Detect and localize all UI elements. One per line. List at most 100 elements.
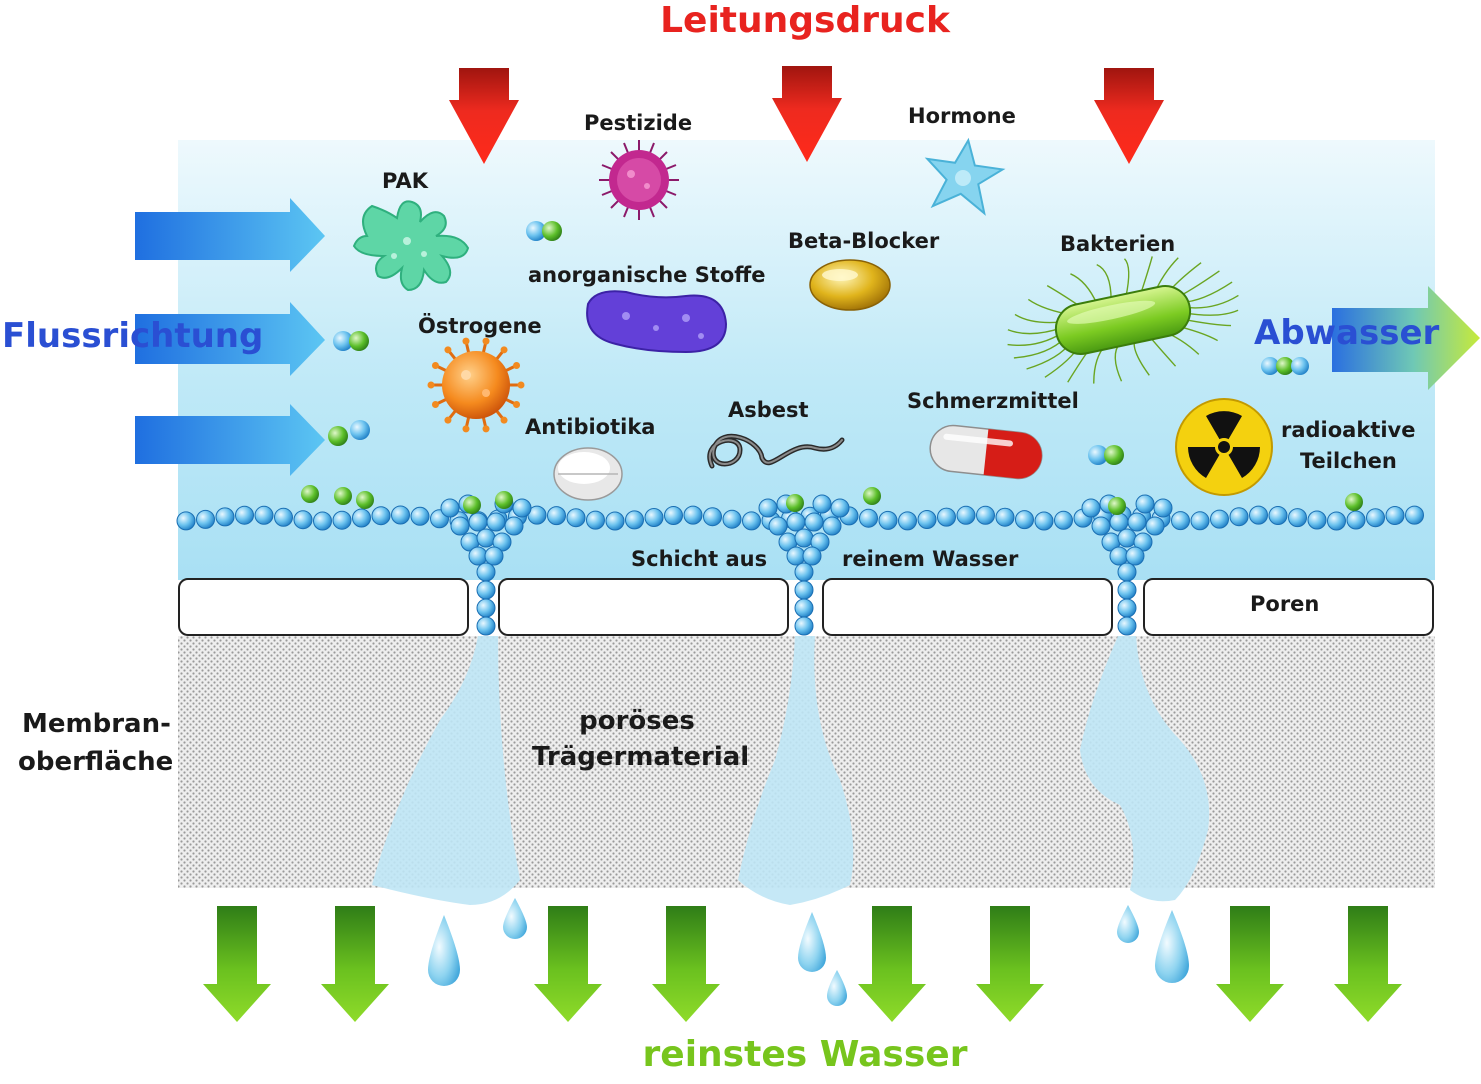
water-molecule [371,506,391,526]
water-molecule [1346,510,1366,530]
water-molecule [1405,505,1424,525]
water-drop [428,915,460,986]
water-molecule [1117,598,1137,618]
label-radioaktive: radioaktive [1281,418,1416,442]
membrane-block-3 [822,578,1113,636]
water-molecule [1288,508,1307,528]
water-molecule [1268,506,1288,525]
label-poren: Poren [1250,592,1320,616]
clean-water-arrow [1216,906,1284,1022]
water-molecule [995,507,1015,527]
water-molecule [484,546,504,566]
label-flussrichtung: Flussrichtung [2,316,264,356]
water-molecule [683,505,703,525]
pak-virus-icon [352,200,470,292]
water-molecule [1117,528,1137,548]
water-molecule [450,516,470,536]
water-molecule [1127,512,1147,532]
antibiotika-icon [553,447,623,501]
water-molecule [804,512,824,532]
permeate-stream-2 [738,636,854,905]
clean-water-arrow [652,906,720,1022]
water-molecule [196,509,215,529]
label-schmerzmittel: Schmerzmittel [907,389,1079,413]
flow-arrow-3 [135,404,325,476]
label-membran: Membran- [22,709,171,739]
water-molecule [878,510,898,530]
water-molecule [1145,516,1165,536]
water-molecule [235,505,254,525]
molecule-pair [333,331,369,351]
title-reinstes-wasser: reinstes Wasser [642,1034,968,1075]
pressure-arrow-1 [449,68,519,164]
label-antibiotika: Antibiotika [525,415,656,439]
label-oestrogene: Östrogene [418,314,542,338]
water-molecule [512,498,532,518]
water-molecule [254,505,274,525]
water-molecule [1153,498,1173,518]
water-molecule [1229,507,1249,527]
label-oberflaeche: oberfläche [18,747,174,777]
water-drop [503,898,527,939]
molecule-pair [328,420,370,446]
flow-arrow-2 [135,302,325,376]
abwasser-arrow [1332,286,1480,390]
molecule-pair [1088,445,1124,465]
label-hormone: Hormone [908,104,1016,128]
label-schicht-aus: Schicht aus [631,547,768,571]
water-molecule [786,512,806,532]
water-molecule [1117,562,1137,582]
asbest-icon [707,433,845,469]
water-molecule [476,580,496,600]
water-molecule [742,511,761,531]
label-anorganische-stoffe: anorganische Stoffe [528,263,766,287]
label-pak: PAK [382,169,428,193]
water-molecule [486,512,506,532]
water-molecule [476,562,496,582]
water-drops [428,898,1189,1006]
water-molecule [1091,516,1111,536]
water-molecule [1015,510,1034,530]
water-molecule [313,511,332,531]
water-molecule [1054,510,1073,530]
beta-blocker-icon [809,259,891,311]
water-molecule [1190,511,1210,531]
water-molecule [1117,580,1137,600]
water-molecule [1210,509,1229,529]
water-molecule [476,616,496,636]
water-molecule [504,516,524,536]
label-traegermaterial: Trägermaterial [532,742,750,772]
water-molecule [391,505,410,525]
label-asbest: Asbest [728,398,809,422]
anorganische-stoffe-icon [586,290,728,354]
water-molecule [802,546,822,566]
clean-water-arrow [321,906,389,1022]
water-molecule [1081,498,1101,518]
water-drop [827,970,847,1006]
water-molecule [1249,505,1268,525]
free-water-molecules [301,221,1363,515]
water-molecule [215,507,235,527]
water-molecule [794,528,814,548]
water-molecule [703,507,722,527]
water-molecule [586,510,605,530]
clean-water-arrow [1334,906,1402,1022]
water-molecule [917,510,937,529]
water-molecule [898,511,917,531]
water-molecule [1307,510,1327,530]
oestrogene-icon [427,337,525,433]
water-molecule [274,507,293,527]
water-molecule [625,510,644,530]
label-reinem-wasser: reinem Wasser [842,547,1019,571]
title-leitungsdruck: Leitungsdruck [660,0,950,41]
permeate-stream-3 [1080,636,1210,902]
water-drop [1155,910,1189,983]
clean-water-arrow [534,906,602,1022]
pressure-arrow-3 [1094,68,1164,164]
molecule-cluster [1261,357,1309,375]
water-molecule [794,616,814,636]
water-molecule [822,516,842,536]
pressure-arrow-2 [772,66,842,162]
